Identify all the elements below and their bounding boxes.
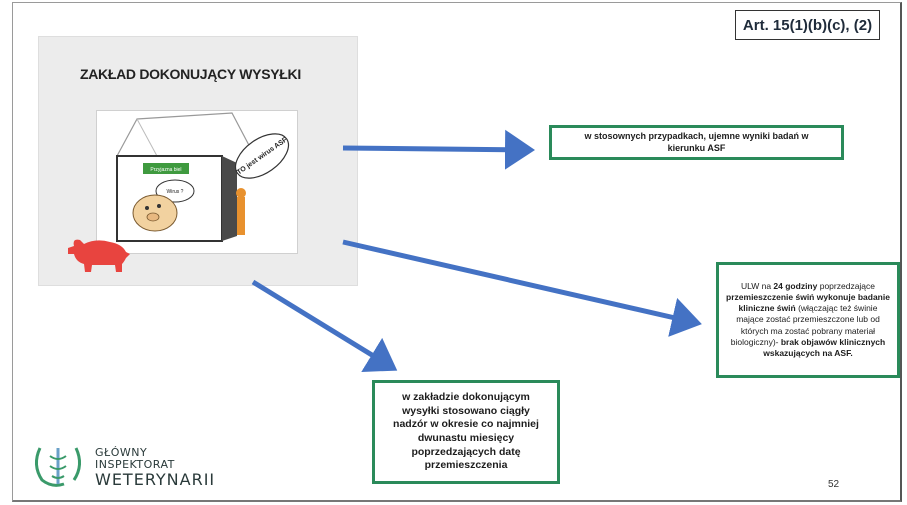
logo-line-2: INSPEKTORAT bbox=[95, 458, 175, 471]
page-number: 52 bbox=[828, 479, 840, 490]
surveillance-box: w zakładzie dokonującym wysyłki stosowan… bbox=[372, 380, 560, 484]
clinical-text-5: (włączając też świnie mające zostać prze… bbox=[730, 303, 880, 347]
farm-illustration: Przyjazna biel Wirus ? TO jest wirus ASF bbox=[96, 110, 298, 254]
sign-text: Przyjazna biel bbox=[150, 167, 181, 173]
logo-line-1: GŁÓWNY bbox=[95, 446, 148, 459]
clinical-text-1: ULW na bbox=[740, 281, 774, 292]
clinical-text-2: 24 godziny bbox=[773, 281, 818, 292]
bubble-left-text: Wirus ? bbox=[167, 189, 184, 195]
clinical-text-4: przemieszczenie świń wykonuje badanie kl… bbox=[726, 292, 890, 314]
clinical-text-3: poprzedzające bbox=[817, 281, 876, 292]
pig-icon bbox=[66, 234, 132, 279]
article-reference: Art. 15(1)(b)(c), (2) bbox=[735, 10, 880, 40]
panel-title: ZAKŁAD DOKONUJĄCY WYSYŁKI bbox=[80, 66, 301, 82]
logo-line-3: WETERYNARII bbox=[95, 470, 216, 489]
arrow-to-clinical-exam bbox=[342, 239, 702, 337]
test-results-box: w stosownych przypadkach, ujemne wyniki … bbox=[549, 125, 844, 160]
clinical-exam-box: ULW na 24 godziny poprzedzające przemies… bbox=[716, 262, 900, 378]
arrow-to-test-results bbox=[342, 129, 535, 170]
clinical-text-6: brak objawów klinicznych wskazujących na… bbox=[763, 336, 886, 358]
arrow-to-surveillance bbox=[251, 279, 398, 372]
giw-logo-text: GŁÓWNY INSPEKTORAT WETERYNARII bbox=[95, 447, 215, 489]
giw-logo-icon bbox=[30, 440, 86, 495]
